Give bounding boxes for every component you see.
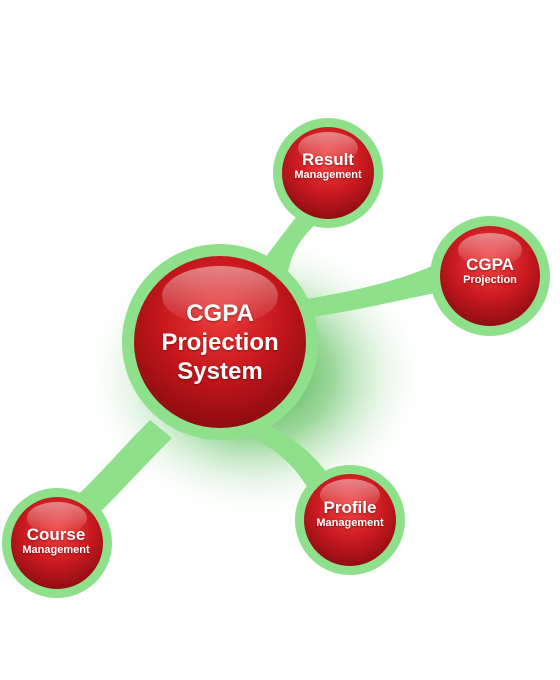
cgpa-projection-node: [430, 216, 550, 336]
center-line-2: Projection: [161, 328, 279, 356]
profile-node-label: Profile Management: [290, 498, 410, 529]
cgpa-subtitle: Projection: [463, 274, 517, 287]
course-management-node: [2, 488, 112, 598]
center-line-1: CGPA: [186, 300, 254, 327]
center-node: [122, 244, 318, 440]
course-title: Course: [26, 525, 86, 544]
result-subtitle: Management: [294, 169, 362, 182]
result-management-node: [273, 118, 383, 228]
result-title: Result: [302, 150, 354, 169]
course-subtitle: Management: [22, 544, 90, 557]
connector-profile: [252, 425, 332, 496]
result-node-label: Result Management: [268, 150, 388, 181]
cgpa-node-label: CGPA Projection: [430, 255, 550, 286]
center-node-label: CGPA Projection System: [130, 300, 310, 386]
center-line-3: System: [177, 357, 263, 385]
connector-cgpa-projection: [300, 266, 440, 318]
profile-management-node: [295, 465, 405, 575]
connector-course: [72, 420, 172, 520]
cgpa-title: CGPA: [466, 255, 514, 274]
course-node-label: Course Management: [0, 525, 112, 556]
profile-subtitle: Management: [316, 517, 384, 530]
profile-title: Profile: [323, 498, 377, 517]
